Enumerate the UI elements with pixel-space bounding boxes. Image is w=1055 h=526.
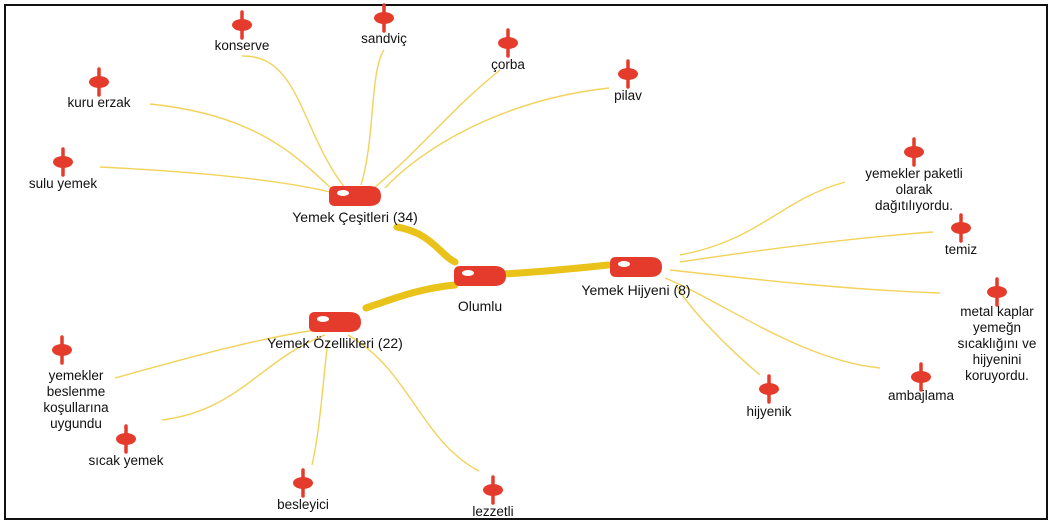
leaf-pin-icon-yemek-ozellikleri-1[interactable] <box>116 424 136 454</box>
leaf-edge-yemek-cesitleri-1 <box>360 49 385 186</box>
hub-node-icon-yemek-ozellikleri-hole <box>317 316 329 322</box>
leaf-label-yemek-cesitleri-3: pilav <box>614 88 642 103</box>
leaf-edge-yemek-ozellikleri-0 <box>114 329 316 379</box>
hub-node-icon-yemek-ozellikleri[interactable] <box>309 312 361 332</box>
leaf-pin-icon-yemek-hijyeni-3-head <box>911 371 931 383</box>
leaf-pin-icon-yemek-cesitleri-0[interactable] <box>232 10 252 40</box>
leaf-pin-icon-yemek-ozellikleri-3[interactable] <box>483 475 503 505</box>
leaf-pin-icon-yemek-hijyeni-4-head <box>759 383 779 395</box>
hub-node-icon-yemek-hijyeni[interactable] <box>610 257 662 277</box>
leaf-pin-icon-yemek-hijyeni-0[interactable] <box>904 137 924 167</box>
leaf-pin-icon-yemek-hijyeni-0-head <box>904 146 924 158</box>
hub-node-icon-yemek-cesitleri-shape <box>329 186 381 206</box>
leaf-edge-yemek-hijyeni-4 <box>675 284 761 376</box>
leaf-edge-yemek-cesitleri-5 <box>99 166 331 193</box>
leaf-label-yemek-cesitleri-0: konserve <box>214 38 270 53</box>
leaf-label-yemek-hijyeni-1: temiz <box>944 242 978 257</box>
leaf-label-yemek-hijyeni-0: yemekler paketli olarak dağıtılıyordu. <box>865 166 963 213</box>
leaf-pin-icon-yemek-ozellikleri-2-head <box>293 477 313 489</box>
leaf-pin-icon-yemek-hijyeni-4[interactable] <box>759 374 779 404</box>
hub-node-icon-yemek-cesitleri-hole <box>337 190 349 196</box>
leaf-edge-yemek-ozellikleri-1 <box>161 334 326 421</box>
leaf-pin-icon-yemek-cesitleri-4[interactable] <box>89 67 109 97</box>
leaf-edge-yemek-cesitleri-4 <box>149 103 334 191</box>
leaf-pin-icon-yemek-ozellikleri-1-head <box>116 433 136 445</box>
leaf-pin-icon-yemek-cesitleri-4-head <box>89 76 109 88</box>
root-node-icon[interactable] <box>454 266 506 286</box>
leaf-pin-icon-yemek-ozellikleri-0[interactable] <box>52 335 72 365</box>
leaf-edge-yemek-hijyeni-1 <box>679 231 934 263</box>
leaf-label-yemek-ozellikleri-3: lezzetli <box>472 504 514 519</box>
leaf-pin-icon-yemek-cesitleri-3-head <box>618 68 638 80</box>
leaf-label-yemek-cesitleri-5: sulu yemek <box>28 176 98 191</box>
leaf-label-yemek-hijyeni-4: hijyenik <box>746 404 792 419</box>
leaf-pin-icon-yemek-cesitleri-5-head <box>53 156 73 168</box>
leaf-pin-icon-yemek-hijyeni-3[interactable] <box>911 362 931 392</box>
leaf-pin-icon-yemek-hijyeni-1[interactable] <box>951 213 971 243</box>
leaf-edge-yemek-ozellikleri-3 <box>347 334 480 472</box>
leaf-pin-icon-yemek-hijyeni-2[interactable] <box>987 277 1007 307</box>
leaf-edge-yemek-hijyeni-0 <box>679 181 846 256</box>
leaf-edge-yemek-ozellikleri-2 <box>311 339 329 466</box>
leaf-label-yemek-cesitleri-1: sandviç <box>361 31 407 46</box>
leaf-pin-icon-yemek-hijyeni-2-head <box>987 286 1007 298</box>
leaf-edge-yemek-hijyeni-3 <box>664 277 881 369</box>
root-node-icon-hole <box>462 270 474 276</box>
trunk-edge-yemek-cesitleri <box>393 223 459 266</box>
leaf-label-yemek-cesitleri-2: çorba <box>491 57 525 72</box>
leaf-pin-icon-yemek-cesitleri-0-head <box>232 19 252 31</box>
hub-node-icon-yemek-hijyeni-shape <box>610 257 662 277</box>
leaf-edge-yemek-hijyeni-2 <box>669 269 941 294</box>
leaf-pin-icon-yemek-hijyeni-1-head <box>951 222 971 234</box>
leaf-label-yemek-ozellikleri-1: sıcak yemek <box>88 453 164 468</box>
leaf-label-yemek-hijyeni-3: ambajlama <box>887 388 955 403</box>
hub-label-yemek-hijyeni: Yemek Hijyeni (8) <box>581 282 691 298</box>
hub-label-yemek-cesitleri: Yemek Çeşitleri (34) <box>292 209 418 225</box>
leaf-edge-yemek-cesitleri-3 <box>384 87 610 189</box>
hub-node-icon-yemek-hijyeni-hole <box>618 261 630 267</box>
leaf-pin-icon-yemek-cesitleri-2-head <box>498 37 518 49</box>
leaf-pin-icon-yemek-cesitleri-1-head <box>374 12 394 24</box>
hub-label-yemek-ozellikleri: Yemek Özellikleri (22) <box>267 335 403 351</box>
leaf-pin-icon-yemek-cesitleri-5[interactable] <box>53 147 73 177</box>
hub-node-icon-yemek-cesitleri[interactable] <box>329 186 381 206</box>
trunk-edge-yemek-ozellikleri <box>362 281 459 312</box>
leaf-pin-icon-yemek-ozellikleri-2[interactable] <box>293 468 313 498</box>
leaf-pin-icon-yemek-cesitleri-3[interactable] <box>618 59 638 89</box>
leaf-label-yemek-hijyeni-2: metal kaplar yemeğn sıcaklığını ve hijye… <box>957 304 1037 383</box>
nodes <box>52 3 1007 505</box>
trunk-edge-yemek-hijyeni <box>499 261 612 278</box>
leaf-edge-yemek-cesitleri-2 <box>374 69 501 188</box>
diagram-frame <box>4 4 1048 520</box>
leaf-edge-yemek-cesitleri-0 <box>241 55 346 189</box>
edges <box>99 49 941 472</box>
root-label: Olumlu <box>457 298 503 314</box>
leaf-pin-icon-yemek-ozellikleri-0-head <box>52 344 72 356</box>
root-node-icon-shape <box>454 266 506 286</box>
leaf-pin-icon-yemek-ozellikleri-3-head <box>483 484 503 496</box>
leaf-label-yemek-cesitleri-4: kuru erzak <box>67 95 131 110</box>
leaf-label-yemek-ozellikleri-0: yemekler beslenme koşullarına uygundu <box>43 368 109 431</box>
hub-node-icon-yemek-ozellikleri-shape <box>309 312 361 332</box>
leaf-label-yemek-ozellikleri-2: besleyici <box>277 497 329 512</box>
leaf-pin-icon-yemek-cesitleri-2[interactable] <box>498 28 518 58</box>
leaf-pin-icon-yemek-cesitleri-1[interactable] <box>374 3 394 33</box>
